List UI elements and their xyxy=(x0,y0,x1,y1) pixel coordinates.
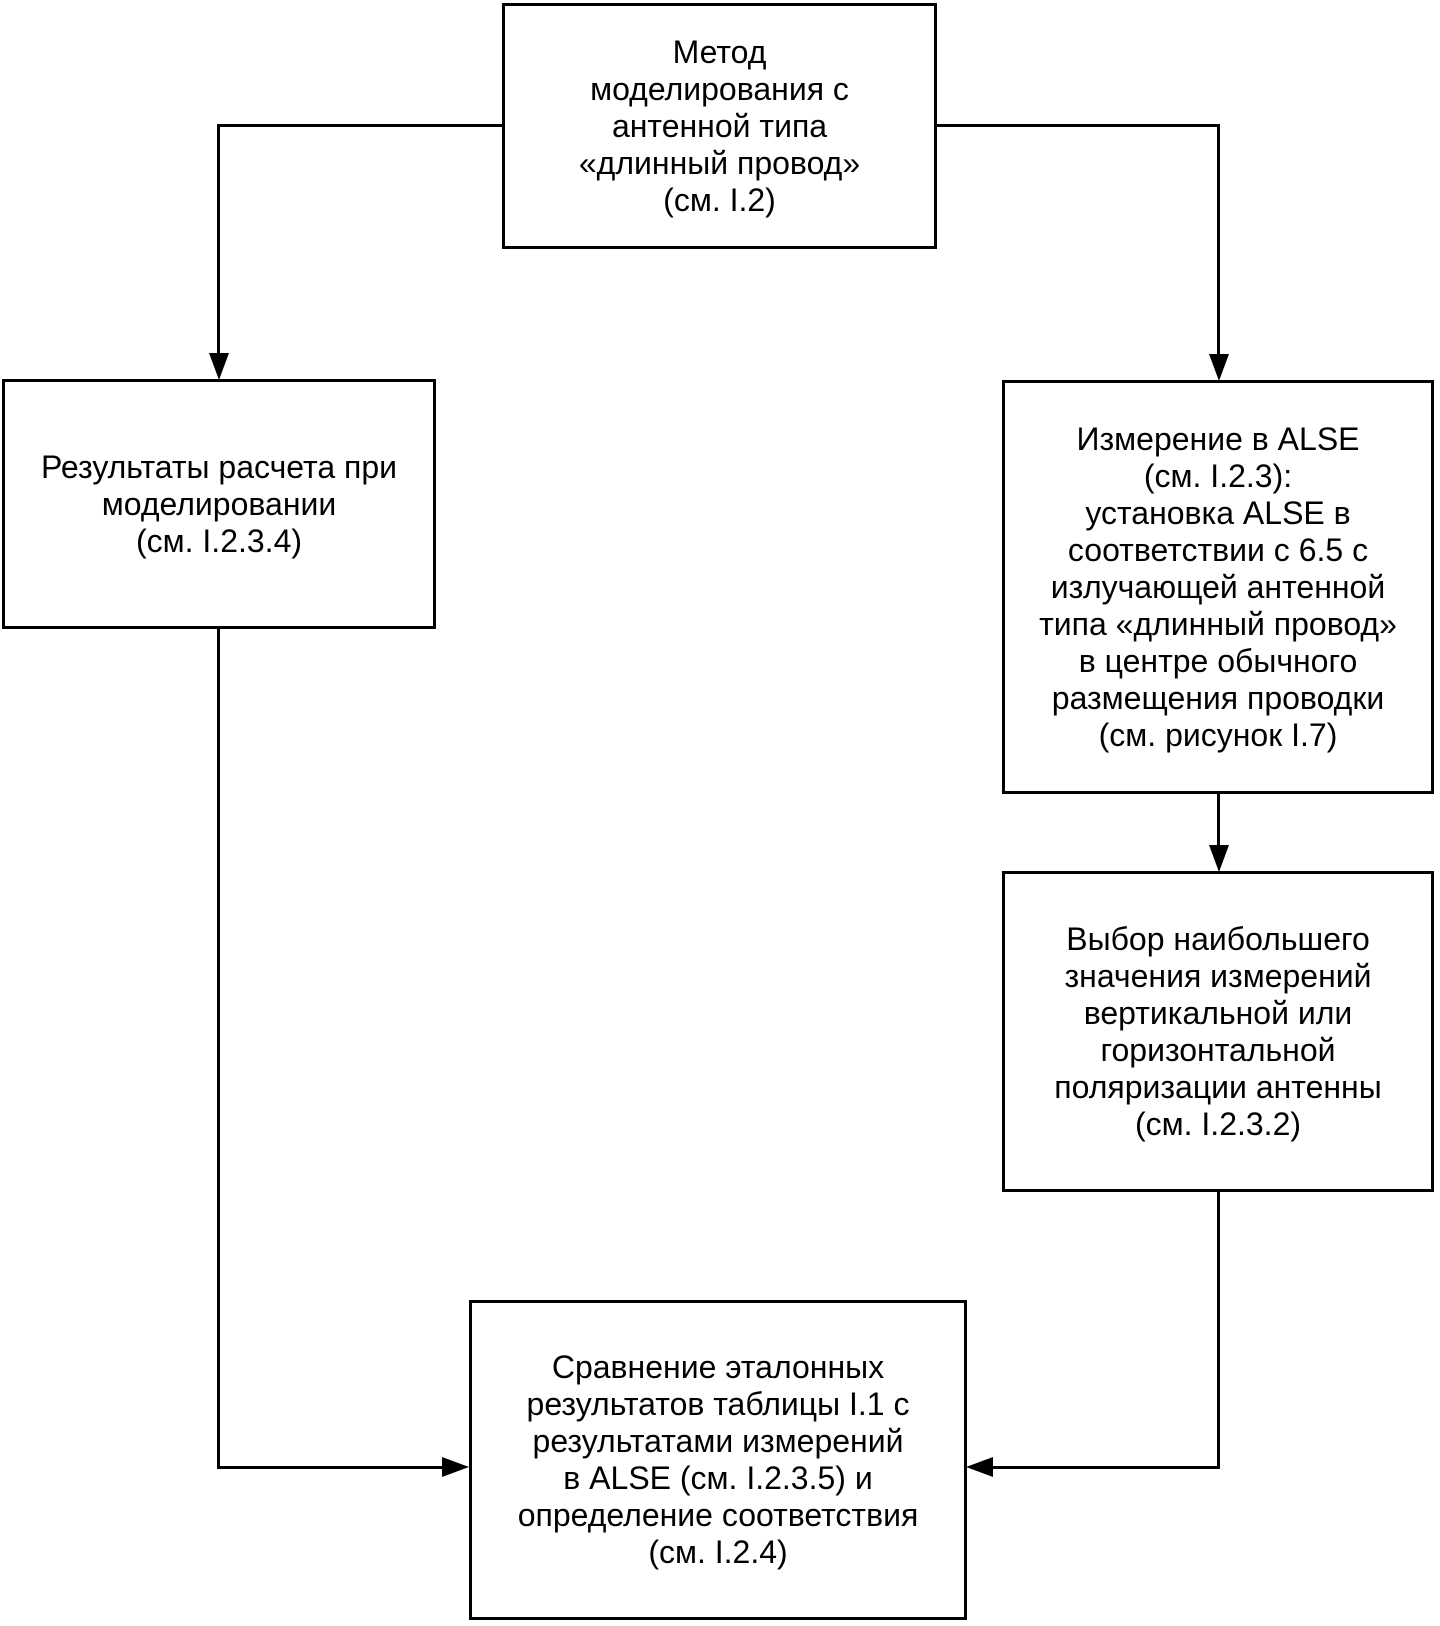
connector-selection-comparison-horizontal xyxy=(992,1466,1220,1469)
node-measurement-box: Измерение в ALSE (см. I.2.3): установка … xyxy=(1002,380,1434,794)
connector-method-measurement-horizontal xyxy=(935,124,1220,127)
node-selection-label: Выбор наибольшего значения измерений вер… xyxy=(1054,920,1382,1142)
arrowhead-right-into-comparison xyxy=(442,1457,469,1477)
arrowhead-down-into-results xyxy=(209,353,229,380)
node-selection-box: Выбор наибольшего значения измерений вер… xyxy=(1002,871,1434,1192)
arrowhead-down-into-measurement xyxy=(1209,354,1229,381)
node-results-label: Результаты расчета при моделировании (см… xyxy=(40,448,398,559)
connector-method-results-horizontal xyxy=(217,124,504,127)
connector-measurement-selection-vertical xyxy=(1217,793,1220,845)
connector-method-measurement-vertical xyxy=(1217,124,1220,355)
node-measurement-label: Измерение в ALSE (см. I.2.3): установка … xyxy=(1039,420,1397,753)
node-results-box: Результаты расчета при моделировании (см… xyxy=(2,379,436,629)
node-comparison-label: Сравнение эталонных результатов таблицы … xyxy=(517,1349,919,1570)
arrowhead-left-into-comparison xyxy=(966,1457,993,1477)
connector-results-comparison-vertical xyxy=(217,628,220,1469)
node-method-label: Метод моделирования с антенной типа «дли… xyxy=(578,33,861,218)
connector-results-comparison-horizontal xyxy=(217,1466,443,1469)
arrowhead-down-into-selection xyxy=(1209,845,1229,872)
connector-selection-comparison-vertical xyxy=(1217,1191,1220,1469)
node-comparison-box: Сравнение эталонных результатов таблицы … xyxy=(469,1300,967,1620)
connector-method-results-vertical xyxy=(217,124,220,354)
node-method-box: Метод моделирования с антенной типа «дли… xyxy=(502,3,937,249)
